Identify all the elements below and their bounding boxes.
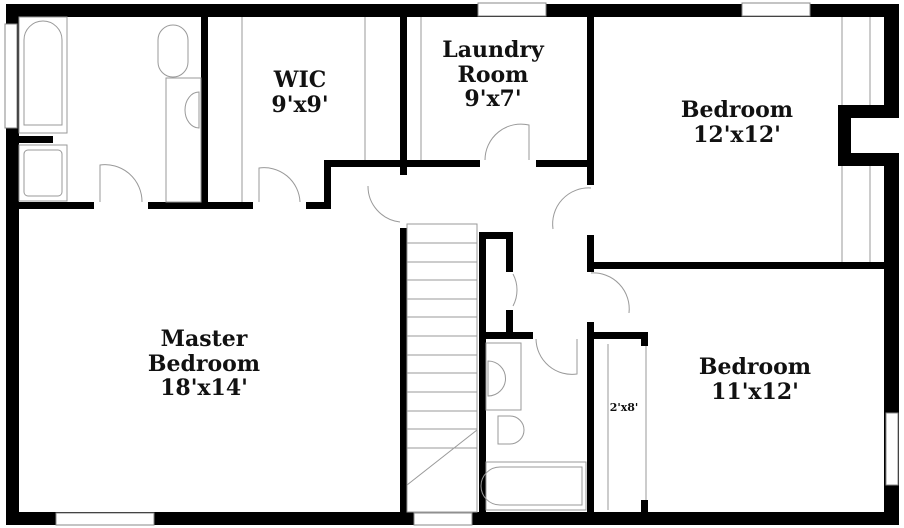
room-name: Room [457,61,529,88]
walls [6,4,899,525]
room-size: 9'x7' [464,86,522,113]
room-name: Bedroom [147,350,261,377]
room-name: Laundry [442,37,544,63]
room-label-laundry: Laundry Room 9'x7' [442,38,543,112]
fixtures [18,16,871,513]
room-label-bedroom-2: Bedroom 11'x12' [699,355,811,404]
room-name: Bedroom [698,354,812,380]
room-size: 11'x12' [711,378,799,405]
room-name: Master [160,326,248,352]
room-size: 2'x8' [609,401,639,414]
room-size: 12'x12' [693,121,781,148]
room-label-bedroom-1: Bedroom 12'x12' [681,98,793,147]
room-size: 18'x14' [160,375,248,402]
room-size: 9'x9' [271,91,329,118]
room-name: Bedroom [680,97,794,123]
room-label-wic: WIC 9'x9' [271,68,328,117]
room-name: WIC [273,67,327,93]
room-label-closet: 2'x8' [609,401,639,414]
room-label-master-bedroom: Master Bedroom 18'x14' [148,327,260,401]
windows [4,2,899,526]
